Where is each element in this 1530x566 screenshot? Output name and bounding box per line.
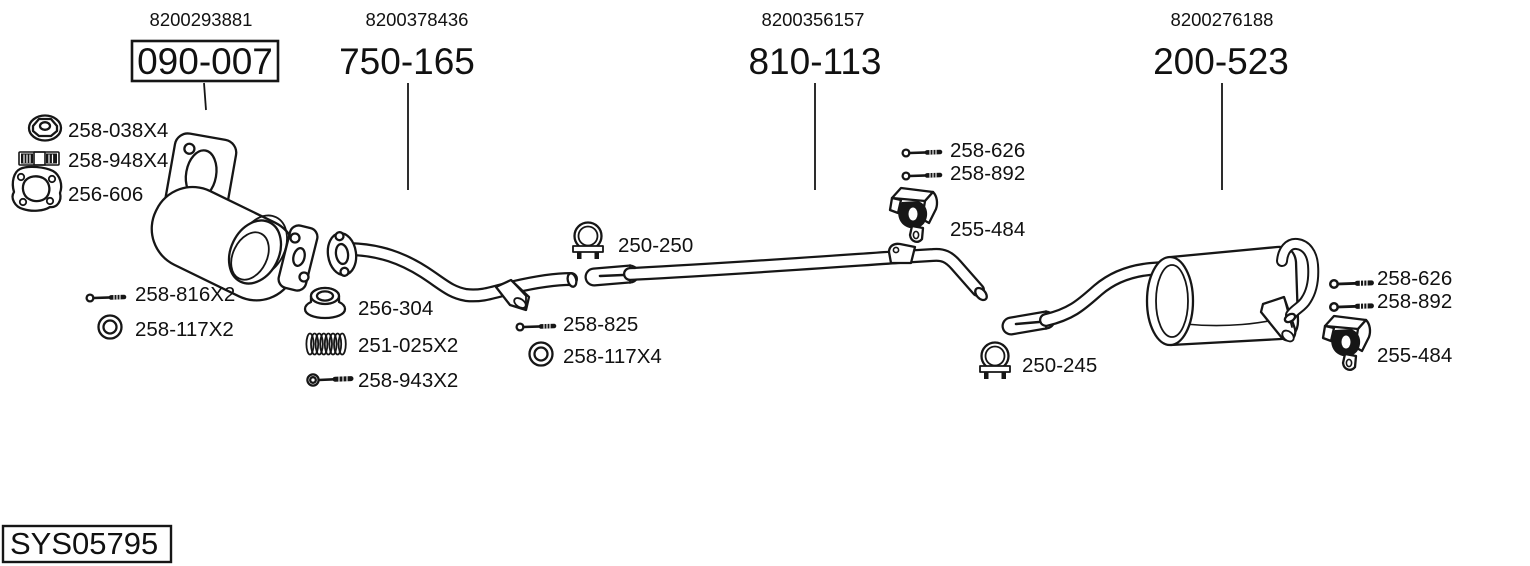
part-label: 258-816X2 bbox=[135, 283, 235, 306]
flange-gasket-icon bbox=[11, 165, 63, 212]
bolt-icon bbox=[1330, 303, 1371, 310]
part-label: 258-117X4 bbox=[563, 345, 662, 368]
front-pipe-drawing bbox=[326, 231, 578, 312]
part-label: 255-484 bbox=[950, 218, 1025, 241]
oem-number-4: 8200276188 bbox=[1171, 9, 1274, 30]
system-code: SYS05795 bbox=[1, 524, 173, 564]
assembly-part-number-3[interactable]: 810-113 bbox=[748, 41, 881, 82]
bolt-icon bbox=[903, 173, 940, 180]
muffler-end-cap bbox=[1145, 255, 1195, 347]
part-label: 258-892 bbox=[1377, 290, 1452, 313]
ring-gasket-icon bbox=[97, 314, 123, 340]
part-label: 258-892 bbox=[950, 162, 1025, 185]
part-label: 258-038X4 bbox=[68, 119, 168, 142]
assembly-header-2: 8200378436 750-165 bbox=[339, 9, 475, 190]
part-label: 256-606 bbox=[68, 183, 143, 206]
flanged-bolt-icon bbox=[307, 374, 351, 385]
part-label: 258-948X4 bbox=[68, 149, 168, 172]
oem-number-1: 8200293881 bbox=[150, 9, 253, 30]
rubber-hanger-icon bbox=[1321, 314, 1372, 371]
oem-number-2: 8200378436 bbox=[366, 9, 469, 30]
part-label: 250-245 bbox=[1022, 354, 1097, 377]
cone-gasket-icon bbox=[303, 286, 347, 320]
part-number-box bbox=[130, 39, 280, 83]
center-pipe-drawing bbox=[584, 242, 988, 302]
assembly-part-number-1[interactable]: 090-007 bbox=[137, 41, 273, 82]
bolt-icon bbox=[517, 324, 554, 331]
part-label: 258-626 bbox=[950, 139, 1025, 162]
part-label: 258-943X2 bbox=[358, 369, 458, 392]
rear-muffler-drawing bbox=[1001, 237, 1320, 347]
part-label: 258-626 bbox=[1377, 267, 1452, 290]
part-label: 256-304 bbox=[358, 297, 433, 320]
part-label: 258-825 bbox=[563, 313, 638, 336]
system-code-box bbox=[1, 524, 173, 564]
pipe-bracket bbox=[887, 242, 917, 265]
system-code-text[interactable]: SYS05795 bbox=[10, 526, 158, 561]
bolt-icon bbox=[1330, 280, 1371, 287]
oem-number-3: 8200356157 bbox=[762, 9, 865, 30]
assembly-part-number-2[interactable]: 750-165 bbox=[339, 41, 475, 82]
spring-icon bbox=[305, 332, 347, 356]
part-label: 258-117X2 bbox=[135, 318, 234, 341]
assembly-header-1: 8200293881 090-007 bbox=[130, 9, 280, 111]
catalytic-converter-drawing bbox=[150, 132, 319, 302]
part-label: 251-025X2 bbox=[358, 334, 458, 357]
leader-line-1 bbox=[203, 82, 207, 111]
rubber-hanger-icon bbox=[888, 186, 939, 243]
bolt-icon bbox=[903, 150, 940, 157]
flange-nut-icon bbox=[27, 114, 63, 142]
bolt-icon bbox=[87, 295, 124, 302]
ring-gasket-icon bbox=[528, 341, 554, 367]
clamp-band-icon bbox=[18, 151, 60, 166]
pipe-clamp-icon bbox=[978, 341, 1012, 381]
assembly-header-4: 8200276188 200-523 bbox=[1153, 9, 1289, 190]
part-label: 255-484 bbox=[1377, 344, 1452, 367]
assembly-part-number-4[interactable]: 200-523 bbox=[1153, 41, 1289, 82]
part-label: 250-250 bbox=[618, 234, 693, 257]
pipe-clamp-icon bbox=[571, 221, 605, 261]
assembly-header-3: 8200356157 810-113 bbox=[748, 9, 882, 190]
